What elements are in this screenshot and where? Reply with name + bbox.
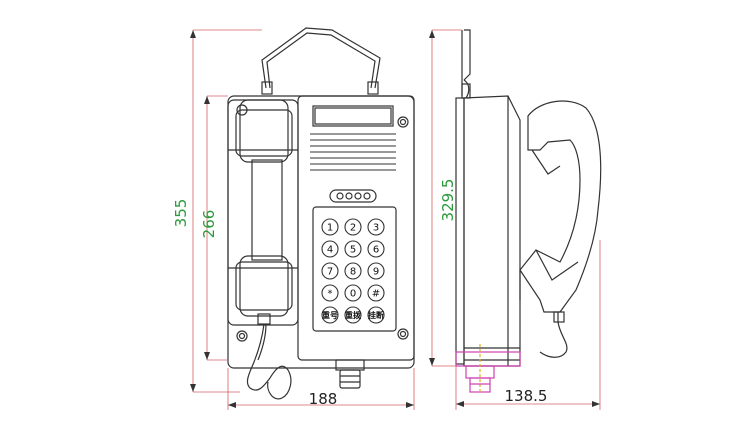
display-window [312,105,394,127]
mount-hole-tr [397,116,409,128]
function-key-1-button [344,306,362,324]
key-2-button [367,218,385,236]
dimension-total-height: 355 [172,199,190,228]
keypad-panel [312,206,397,332]
key-label: 0 [350,289,356,300]
side-view [455,29,602,367]
side-cord [539,312,568,358]
key-label: 1 [327,223,333,234]
key-1-button [344,218,362,236]
key-9-button [321,284,339,302]
mount-hole-br [397,328,409,340]
key-label: 4 [327,245,333,256]
key-label: 9 [373,267,379,278]
front-dimension-lines [192,29,415,410]
dimension-body-height: 266 [200,210,218,239]
key-5-button [367,240,385,258]
cable-gland-front [335,359,365,389]
dimension-side-height: 329.5 [439,179,457,222]
key-label: 5 [350,245,356,256]
speaker-grille [310,133,396,171]
key-label: * [328,289,333,300]
key-11-button [367,284,385,302]
side-housing [463,95,521,367]
side-hook [461,29,471,99]
hanging-hook [261,27,381,95]
key-label: 7 [327,267,333,278]
key-7-button [344,262,362,280]
key-label: 6 [373,245,379,256]
function-key-0-button [321,306,339,324]
dimension-depth: 138.5 [505,387,548,405]
function-key-label: 重拨 [345,310,362,320]
keypad-keys: 1 2 3 4 5 6 7 8 9 * 0 # 重号重拨挂断 [321,218,385,324]
indicator-led-strip [329,189,377,203]
key-10-button [344,284,362,302]
key-4-button [344,240,362,258]
side-handset [519,100,602,313]
key-6-button [321,262,339,280]
key-label: 3 [373,223,379,234]
coiled-cord [246,313,292,400]
side-cable-gland [455,344,521,393]
mount-hole-bl [236,330,248,342]
key-0-button [321,218,339,236]
key-8-button [367,262,385,280]
front-view [227,27,415,400]
key-3-button [321,240,339,258]
side-dimension-lines [431,29,601,410]
mounting-plate [227,95,415,369]
key-label: 8 [350,267,356,278]
key-label: # [372,289,380,300]
function-key-label: 重号 [322,310,338,320]
key-label: 2 [350,223,356,234]
function-key-2-button [367,306,385,324]
side-wall-plate [455,97,465,365]
handset-front [235,99,293,317]
dimension-width: 188 [309,390,338,408]
function-key-label: 挂断 [368,310,384,320]
